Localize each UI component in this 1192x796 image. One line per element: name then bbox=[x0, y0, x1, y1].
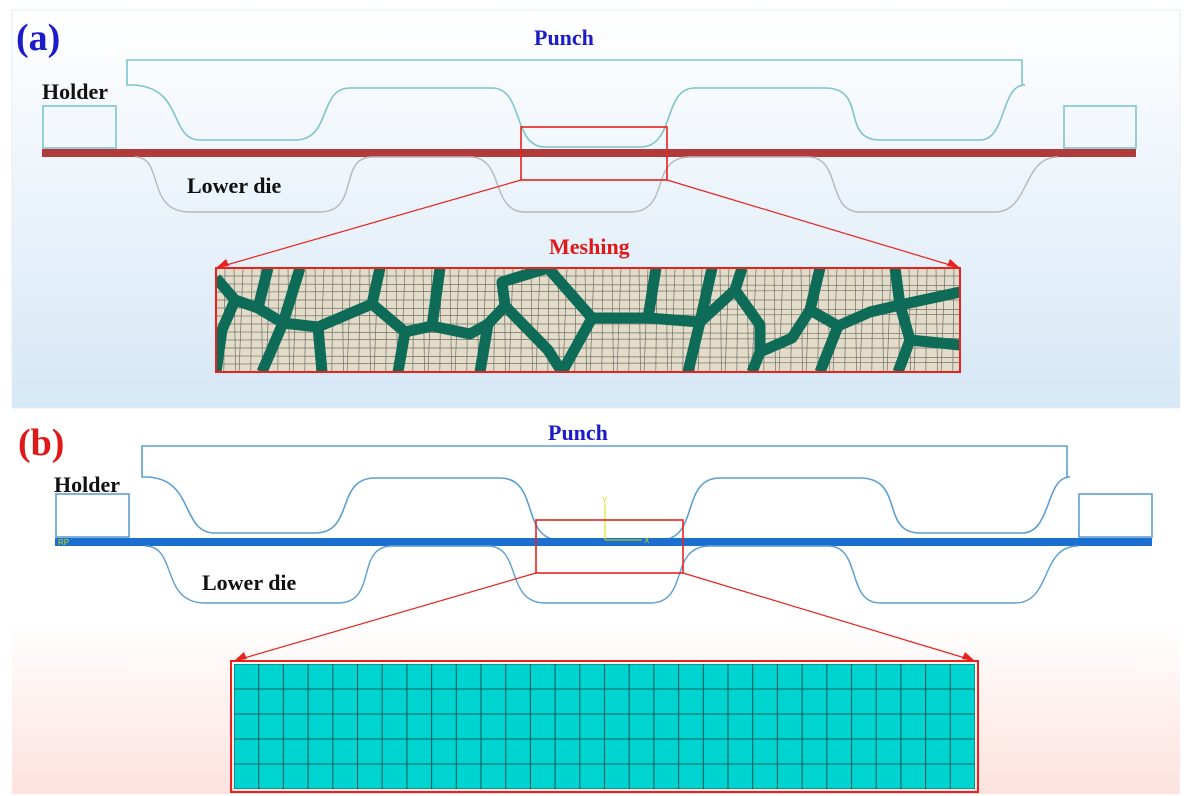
panel-b-zoom-frame bbox=[230, 660, 979, 793]
fine-mesh-line bbox=[216, 283, 960, 286]
fine-mesh-line bbox=[454, 268, 460, 372]
panel-b-lower-die-outline bbox=[144, 545, 1079, 604]
grain-boundary bbox=[256, 320, 289, 372]
panel-a-zoom-arrowhead-right bbox=[947, 259, 960, 268]
panel-a-zoom-label: Meshing bbox=[549, 234, 630, 259]
fine-mesh-line bbox=[216, 355, 960, 358]
fine-mesh-line bbox=[238, 268, 244, 372]
panel-a-grain-mesh bbox=[216, 268, 960, 372]
panel-b-zoom-line-right bbox=[682, 572, 976, 662]
panel-b-zoom-box bbox=[535, 519, 684, 574]
panel-b-punch-label: Punch bbox=[548, 420, 608, 445]
grain-boundary bbox=[216, 268, 274, 314]
panel-a-punch-label: Punch bbox=[534, 25, 594, 50]
panel-b-axis-triad: Y X bbox=[602, 496, 650, 545]
panel-b-zoom-arrowhead-left bbox=[234, 652, 247, 661]
panel-a-zoom-frame bbox=[215, 267, 961, 373]
panel-a-lower-die-label: Lower die bbox=[187, 173, 282, 198]
grain-boundary bbox=[730, 286, 766, 372]
panel-b-zoom-arrowhead-right bbox=[962, 652, 975, 661]
panel-a-tag: (a) bbox=[16, 17, 60, 59]
grain-boundary bbox=[757, 307, 815, 358]
fine-mesh-line bbox=[466, 268, 469, 372]
grain-boundary bbox=[216, 297, 241, 372]
fine-mesh-line bbox=[304, 268, 307, 372]
grain-boundary bbox=[501, 302, 567, 372]
fine-mesh-line bbox=[368, 268, 371, 372]
fine-mesh-line bbox=[535, 268, 541, 372]
fine-mesh-line bbox=[216, 362, 960, 365]
fine-mesh-line bbox=[449, 268, 452, 372]
panel-a-zoom-arrowhead-left bbox=[216, 259, 229, 268]
panel-b: (b) Punch Holder Lower die Y X RP bbox=[12, 410, 1180, 794]
panel-a-zoom-box bbox=[520, 126, 668, 181]
grain-boundary bbox=[474, 323, 494, 372]
panel-a: (a) Punch Holder Lower die Meshing bbox=[11, 9, 1181, 409]
fine-mesh-line bbox=[358, 268, 361, 372]
grain-boundary bbox=[835, 299, 902, 332]
grain-boundary bbox=[682, 320, 706, 372]
grain-boundary bbox=[484, 268, 550, 328]
panel-a-zoom-line-left bbox=[215, 179, 522, 269]
grain-boundary bbox=[804, 268, 826, 312]
axis-y-label: Y bbox=[602, 496, 608, 505]
panel-b-lower-die-label: Lower die bbox=[202, 570, 297, 595]
panel-a-sheet bbox=[42, 149, 1136, 157]
panel-a-zoom-line-right bbox=[666, 179, 961, 269]
panel-b-holder-right bbox=[1078, 493, 1153, 538]
axis-x-label: X bbox=[644, 536, 650, 545]
panel-b-rp-label: RP bbox=[58, 538, 69, 547]
panel-a-holder-left bbox=[42, 105, 117, 149]
panel-a-punch-outline bbox=[126, 59, 1026, 148]
grain-boundary bbox=[909, 334, 960, 351]
panel-a-holder-right bbox=[1063, 105, 1137, 149]
panel-b-holder-left bbox=[55, 493, 130, 538]
fine-mesh-line bbox=[250, 268, 253, 372]
fine-mesh-line bbox=[233, 268, 236, 372]
fine-mesh-line bbox=[346, 268, 352, 372]
fine-mesh-line bbox=[412, 268, 415, 372]
fine-mesh-line bbox=[422, 268, 425, 372]
fine-mesh-line bbox=[530, 268, 533, 372]
grain-boundary bbox=[889, 268, 906, 306]
panel-b-holder-label: Holder bbox=[54, 472, 120, 497]
panel-b-tag: (b) bbox=[18, 422, 64, 464]
panel-b-quad-mesh bbox=[234, 664, 975, 789]
fine-mesh-line bbox=[216, 290, 960, 293]
panel-a-lower-die-outline bbox=[134, 156, 1059, 213]
grain-boundary bbox=[898, 286, 960, 311]
panel-b-zoom-line-left bbox=[233, 572, 537, 662]
panel-b-sheet bbox=[55, 538, 1152, 546]
panel-a-holder-label: Holder bbox=[42, 79, 108, 104]
